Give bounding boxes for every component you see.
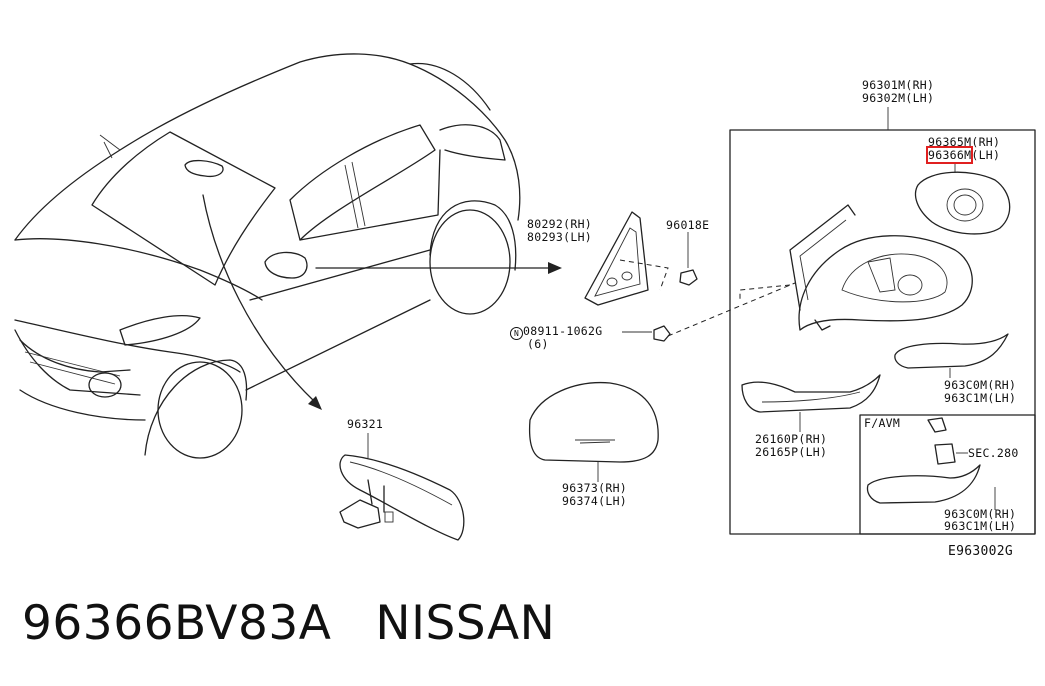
label-sec-ref: SEC.280	[968, 446, 1019, 460]
label-mirror-assy-lh: 96302M(LH)	[862, 91, 935, 105]
label-lamp-cover-rh: 963C0M(RH)	[944, 378, 1017, 392]
grommet-part	[679, 232, 698, 286]
inner-mirror-part	[339, 433, 465, 541]
label-lamp-rh: 26160P(RH)	[755, 432, 828, 446]
door-mirror-assy	[739, 204, 973, 331]
label-mirror-assy-rh: 96301M(RH)	[862, 78, 935, 92]
avm-camera-part	[866, 417, 996, 510]
label-glass-lh: 96366M(LH)	[925, 146, 1001, 164]
diagram-code: E963002G	[948, 544, 1014, 559]
mirror-glass-part	[914, 162, 1011, 235]
caption-part-number: 96366BV83A	[22, 596, 332, 651]
label-avm-title: F/AVM	[864, 416, 901, 430]
avm-subframe	[859, 414, 1036, 535]
n-circle-icon: N	[510, 327, 523, 340]
highlighted-part-number[interactable]: 96366M	[925, 146, 974, 164]
label-nut-qty: (6)	[527, 337, 549, 351]
lamp-cover-part	[894, 333, 1009, 378]
caption: 96366BV83A NISSAN	[22, 596, 599, 651]
label-grommet: 96018E	[666, 218, 710, 232]
label-inner-mirror: 96321	[347, 417, 384, 431]
label-nut-number: 08911-1062G	[523, 324, 603, 338]
label-cover-lh: 96374(LH)	[562, 494, 628, 508]
label-glass-lh-side: (LH)	[971, 148, 1001, 162]
label-avm-cover-rh: 963C0M(RH)	[944, 507, 1017, 521]
label-cover-rh: 96373(RH)	[562, 481, 628, 495]
turn-lamp-part	[741, 374, 881, 432]
car-illustration	[14, 53, 521, 459]
label-lamp-cover-lh: 963C1M(LH)	[944, 391, 1017, 405]
caption-brand: NISSAN	[375, 596, 556, 651]
label-avm-cover-lh: 963C1M(LH)	[944, 519, 1017, 533]
mirror-assy-frame	[729, 129, 1036, 535]
corner-finisher	[584, 211, 669, 306]
label-glass-rh: 96365M(RH)	[928, 135, 1001, 149]
label-corner-rh: 80292(RH)	[527, 217, 593, 231]
label-corner-lh: 80293(LH)	[527, 230, 593, 244]
label-lamp-lh: 26165P(LH)	[755, 445, 828, 459]
mirror-cover-part	[528, 381, 659, 482]
nut-part	[622, 282, 796, 342]
